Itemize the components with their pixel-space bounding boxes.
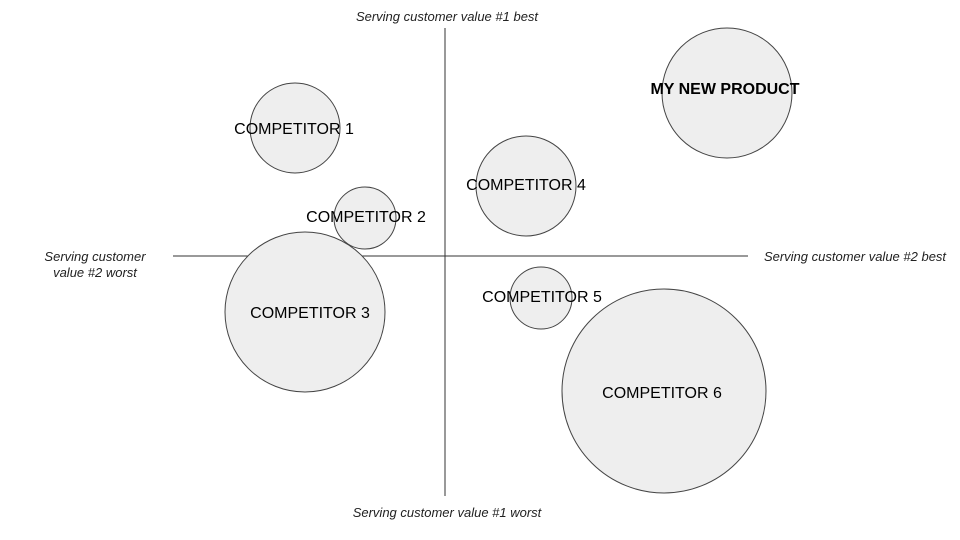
bubble-competitor-2: COMPETITOR 2	[306, 186, 426, 250]
bubble-circle	[509, 266, 573, 330]
bubble-competitor-1: COMPETITOR 1	[234, 82, 354, 174]
bubble-label: COMPETITOR 4	[466, 177, 586, 194]
axis-label-left-line2: value #2 worst	[53, 265, 138, 280]
bubble-label: MY NEW PRODUCT	[650, 81, 799, 98]
axis-label-bottom: Serving customer value #1 worst	[353, 505, 543, 520]
bubble-label: COMPETITOR 2	[306, 209, 426, 226]
bubble-circle	[475, 135, 577, 237]
bubble-label: COMPETITOR 5	[482, 289, 602, 306]
axis-label-left-line1: Serving customer	[44, 249, 146, 264]
bubble-circle	[333, 186, 397, 250]
bubble-competitor-4: COMPETITOR 4	[466, 135, 586, 237]
bubble-label: COMPETITOR 3	[250, 305, 370, 322]
bubble-circle	[249, 82, 341, 174]
bubble-competitor-5: COMPETITOR 5	[482, 266, 602, 330]
bubble-label: COMPETITOR 1	[234, 121, 354, 138]
axis-label-top: Serving customer value #1 best	[356, 9, 539, 24]
bubble-label: COMPETITOR 6	[602, 385, 722, 402]
bubble-competitor-6: COMPETITOR 6	[561, 288, 767, 494]
axis-label-right: Serving customer value #2 best	[764, 249, 947, 264]
bubble-circle	[561, 288, 767, 494]
bubble-competitor-3: COMPETITOR 3	[224, 231, 386, 393]
bubble-my-new-product: MY NEW PRODUCT	[650, 27, 800, 159]
bubble-circle	[224, 231, 386, 393]
bubble-circle	[661, 27, 793, 159]
